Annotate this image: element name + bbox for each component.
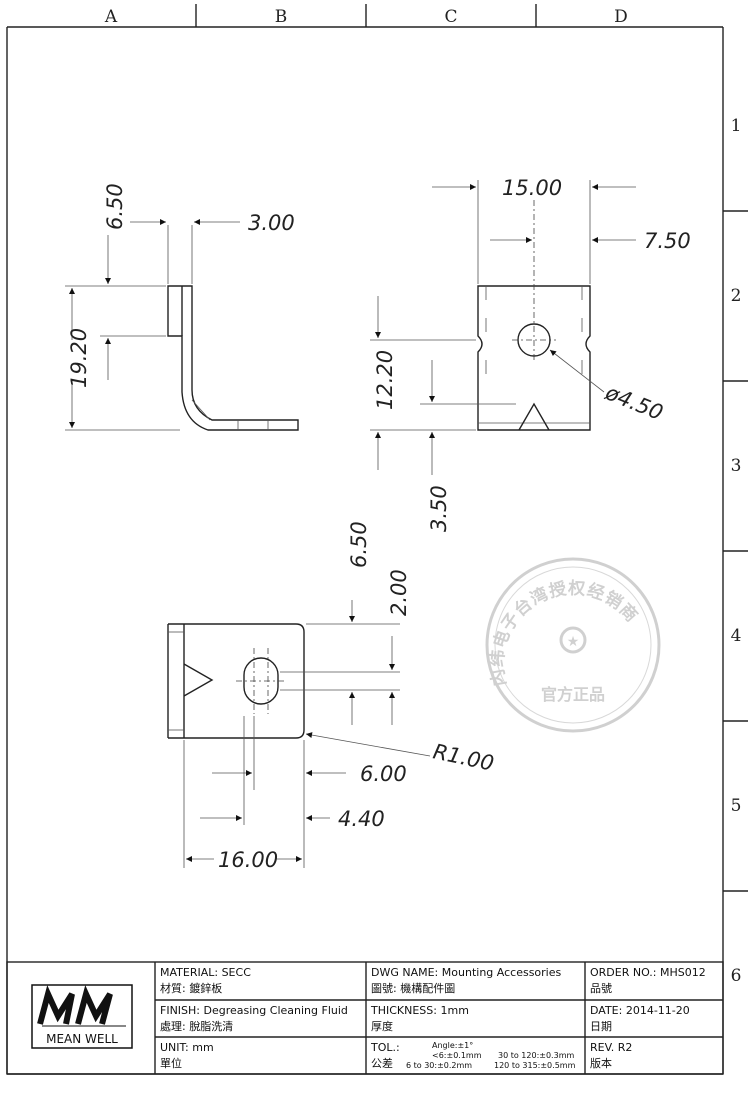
tol-2: 6 to 30:±0.2mm bbox=[406, 1061, 472, 1070]
svg-text:FINISH: Degreasing Cleaning Fl: FINISH: Degreasing Cleaning Fluid bbox=[160, 1004, 348, 1017]
thickness-cn: 厚度 bbox=[371, 1019, 393, 1033]
bottom-dim-6-00: 6.00 bbox=[360, 762, 407, 786]
svg-text:REV. R2: REV. R2 bbox=[590, 1041, 632, 1054]
dwg-name-cn: 圖號: 機構配件圖 bbox=[371, 981, 455, 995]
tol-4: 120 to 315:±0.5mm bbox=[494, 1061, 576, 1070]
side-view-outline bbox=[167, 285, 299, 431]
side-dim-3-00: 3.00 bbox=[248, 211, 295, 235]
svg-text:THICKNESS: 1mm: THICKNESS: 1mm bbox=[370, 1004, 469, 1017]
tol-label: TOL.: bbox=[370, 1041, 400, 1054]
bottom-dim-r1-00: R1.00 bbox=[431, 739, 496, 775]
unit-cn: 單位 bbox=[160, 1056, 182, 1070]
bottom-dim-16-00: 16.00 bbox=[218, 848, 278, 872]
zone-col-d: D bbox=[614, 7, 628, 27]
bottom-view: 6.50 2.00 R1.00 6.00 4.40 16.00 bbox=[167, 521, 496, 872]
sheet-border bbox=[6, 4, 748, 1075]
bottom-dim-6-50: 6.50 bbox=[347, 521, 371, 568]
side-view: 6.50 3.00 19.20 bbox=[65, 183, 299, 431]
zone-row-1: 1 bbox=[731, 116, 742, 136]
zone-row-6: 6 bbox=[731, 966, 742, 986]
tol-cn: 公差 bbox=[371, 1056, 393, 1070]
side-dim-19-20: 19.20 bbox=[67, 328, 91, 388]
zone-col-c: C bbox=[444, 7, 457, 27]
zone-col-a: A bbox=[104, 7, 118, 27]
finish-cn: 處理: 脫脂洗清 bbox=[160, 1019, 233, 1033]
front-view-outline bbox=[477, 285, 591, 431]
zone-row-labels: 1 2 3 4 5 6 bbox=[731, 116, 742, 986]
order-cn: 品號 bbox=[590, 982, 612, 995]
tol-1: <6:±0.1mm bbox=[432, 1051, 482, 1060]
front-view-tab bbox=[518, 402, 550, 431]
watermark-center-text: 官方正品 bbox=[541, 685, 605, 704]
zone-col-b: B bbox=[275, 7, 288, 27]
front-dim-12-20: 12.20 bbox=[373, 350, 397, 410]
zone-row-3: 3 bbox=[731, 456, 742, 476]
bottom-dim-4-40: 4.40 bbox=[338, 807, 385, 831]
bottom-view-tab bbox=[183, 663, 214, 697]
zone-row-4: 4 bbox=[731, 626, 742, 646]
side-dim-6-50: 6.50 bbox=[103, 183, 127, 230]
bottom-view-outline bbox=[168, 623, 305, 739]
zone-row-5: 5 bbox=[731, 796, 742, 816]
svg-text:ORDER NO.: MHS012: ORDER NO.: MHS012 bbox=[590, 966, 706, 979]
zone-column-labels: A B C D bbox=[104, 7, 628, 27]
mean-well-logo: MEAN WELL bbox=[31, 984, 133, 1049]
title-block: MEAN WELL MATERIAL: SECC 材質: 鍍鋅板 DWG NAM… bbox=[6, 961, 724, 1075]
svg-text:DATE: 2014-11-20: DATE: 2014-11-20 bbox=[590, 1004, 690, 1017]
logo-text: MEAN WELL bbox=[46, 1032, 118, 1046]
tol-3: 30 to 120:±0.3mm bbox=[498, 1051, 574, 1060]
front-view: 15.00 7.50 12.20 3.50 ø4.50 bbox=[370, 176, 691, 532]
material-cn: 材質: 鍍鋅板 bbox=[160, 981, 222, 995]
date-cn: 日期 bbox=[590, 1020, 612, 1033]
star-icon: ★ bbox=[567, 634, 580, 650]
tol-angle: Angle:±1° bbox=[432, 1041, 473, 1050]
svg-text:MATERIAL: SECC: MATERIAL: SECC bbox=[160, 966, 251, 979]
watermark-seal: 内纬电子台湾授权经销商 ★ 官方正品 bbox=[485, 557, 661, 733]
front-dim-3-50: 3.50 bbox=[427, 485, 451, 532]
front-dim-hole-diameter: ø4.50 bbox=[601, 380, 666, 425]
svg-text:DWG NAME: Mounting Accessories: DWG NAME: Mounting Accessories bbox=[371, 966, 561, 979]
svg-text:UNIT: mm: UNIT: mm bbox=[160, 1041, 214, 1054]
front-dim-15-00: 15.00 bbox=[502, 176, 562, 200]
rev-cn: 版本 bbox=[590, 1056, 612, 1070]
zone-row-2: 2 bbox=[731, 286, 742, 306]
bottom-dim-2-00: 2.00 bbox=[387, 569, 411, 616]
front-dim-7-50: 7.50 bbox=[644, 229, 691, 253]
